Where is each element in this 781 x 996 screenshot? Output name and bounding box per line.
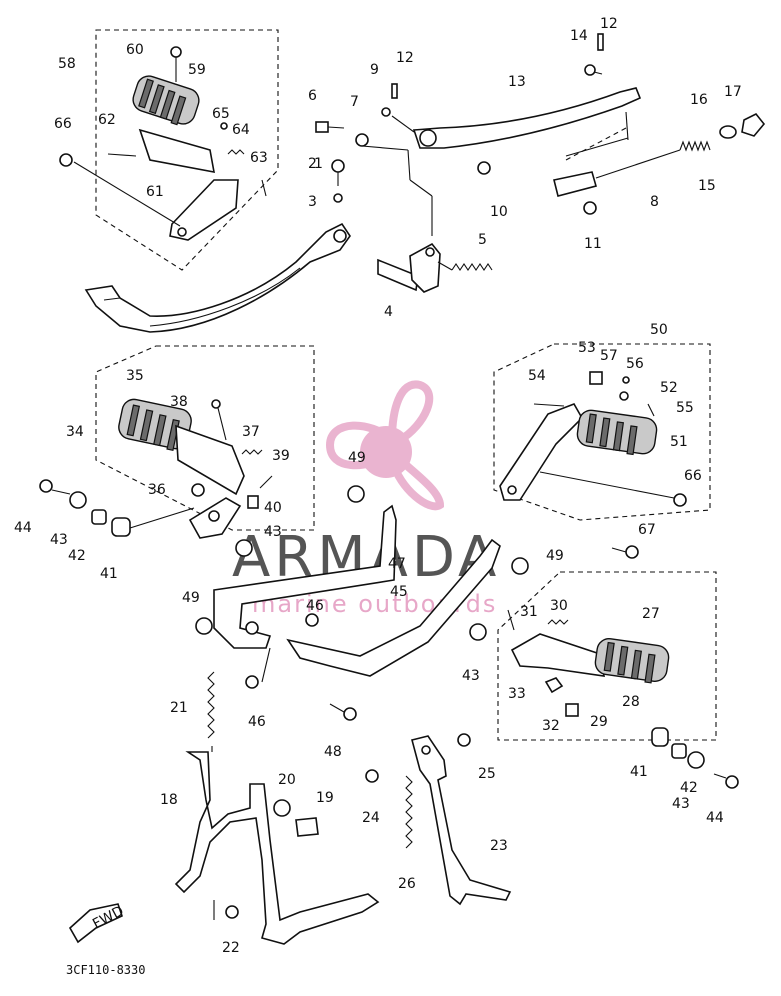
callout-12b: 12 <box>600 16 618 32</box>
pivot-shaft-4 <box>377 242 493 293</box>
forward-direction-badge: FWD <box>68 903 126 944</box>
callout-66b: 66 <box>684 468 702 484</box>
callout-43b: 43 <box>264 524 282 540</box>
callout-50: 50 <box>650 322 668 338</box>
callout-6: 6 <box>308 88 317 104</box>
callout-32: 32 <box>542 718 560 734</box>
footpeg-assembly-50 <box>499 371 687 559</box>
callout-49c: 49 <box>182 590 200 606</box>
callout-34: 34 <box>66 424 84 440</box>
footpeg-assembly-27 <box>507 609 739 789</box>
center-stand-18 <box>174 671 380 945</box>
callout-2: 2 <box>308 156 317 172</box>
callout-48: 48 <box>324 744 342 760</box>
footpeg-assembly-58 <box>59 46 267 241</box>
callout-15: 15 <box>698 178 716 194</box>
group-box-34 <box>95 345 315 531</box>
callout-40: 40 <box>264 500 282 516</box>
callout-18: 18 <box>160 792 178 808</box>
callout-23: 23 <box>490 838 508 854</box>
callout-20: 20 <box>278 772 296 788</box>
callout-54: 54 <box>528 368 546 384</box>
callout-63: 63 <box>250 150 268 166</box>
group-box-50 <box>493 343 711 521</box>
callout-8: 8 <box>650 194 659 210</box>
brake-pedal <box>84 222 351 333</box>
callout-57: 57 <box>600 348 618 364</box>
callout-52: 52 <box>660 380 678 396</box>
callout-51: 51 <box>670 434 688 450</box>
callout-26: 26 <box>398 876 416 892</box>
callout-55: 55 <box>676 400 694 416</box>
callout-49b: 49 <box>546 548 564 564</box>
callout-45: 45 <box>390 584 408 600</box>
callout-64: 64 <box>232 122 250 138</box>
group-box-27 <box>497 571 717 741</box>
callout-65: 65 <box>212 106 230 122</box>
callout-42b: 42 <box>680 780 698 796</box>
callout-12a: 12 <box>396 50 414 66</box>
callout-25: 25 <box>478 766 496 782</box>
drawing-code: 3CF110-8330 <box>66 963 145 977</box>
propeller-logo <box>325 380 445 511</box>
callout-46b: 46 <box>248 714 266 730</box>
callout-43c: 43 <box>462 668 480 684</box>
callout-53: 53 <box>578 340 596 356</box>
callout-41a: 41 <box>100 566 118 582</box>
callout-46a: 46 <box>306 598 324 614</box>
callout-3: 3 <box>308 194 317 210</box>
callout-4: 4 <box>384 304 393 320</box>
fasteners-top <box>315 33 604 236</box>
callout-41b: 41 <box>630 764 648 780</box>
callout-22: 22 <box>222 940 240 956</box>
callout-47: 47 <box>388 556 406 572</box>
callout-27: 27 <box>642 606 660 622</box>
callout-43a: 43 <box>50 532 68 548</box>
callout-43d: 43 <box>672 796 690 812</box>
callout-42a: 42 <box>68 548 86 564</box>
callout-49a: 49 <box>348 450 366 466</box>
footrest-bracket-45 <box>195 485 529 721</box>
callout-31: 31 <box>520 604 538 620</box>
callout-14: 14 <box>570 28 588 44</box>
callout-38: 38 <box>170 394 188 410</box>
callout-21: 21 <box>170 700 188 716</box>
brake-rod-13 <box>381 87 766 197</box>
callout-17: 17 <box>724 84 742 100</box>
callout-11: 11 <box>584 236 602 252</box>
callout-24: 24 <box>362 810 380 826</box>
callout-10: 10 <box>490 204 508 220</box>
callout-5: 5 <box>478 232 487 248</box>
callout-66a: 66 <box>54 116 72 132</box>
callout-16: 16 <box>690 92 708 108</box>
callout-28: 28 <box>622 694 640 710</box>
callout-33: 33 <box>508 686 526 702</box>
callout-61: 61 <box>146 184 164 200</box>
callout-30: 30 <box>550 598 568 614</box>
callout-37: 37 <box>242 424 260 440</box>
callout-39: 39 <box>272 448 290 464</box>
callout-44a: 44 <box>14 520 32 536</box>
callout-7: 7 <box>350 94 359 110</box>
callout-67: 67 <box>638 522 656 538</box>
side-stand-23 <box>365 733 512 906</box>
callout-44b: 44 <box>706 810 724 826</box>
callout-9: 9 <box>370 62 379 78</box>
callout-29: 29 <box>590 714 608 730</box>
callout-labels: 1 2 3 4 5 6 7 8 9 10 11 12 12 13 14 15 1… <box>14 16 742 956</box>
callout-58: 58 <box>58 56 76 72</box>
callout-35: 35 <box>126 368 144 384</box>
footpeg-assembly-34 <box>39 398 273 539</box>
callout-1: 1 <box>314 156 323 172</box>
callout-59: 59 <box>188 62 206 78</box>
callout-19: 19 <box>316 790 334 806</box>
callout-60: 60 <box>126 42 144 58</box>
callout-62: 62 <box>98 112 116 128</box>
group-box-58 <box>95 29 279 271</box>
callout-56: 56 <box>626 356 644 372</box>
callout-13: 13 <box>508 74 526 90</box>
callout-36: 36 <box>148 482 166 498</box>
